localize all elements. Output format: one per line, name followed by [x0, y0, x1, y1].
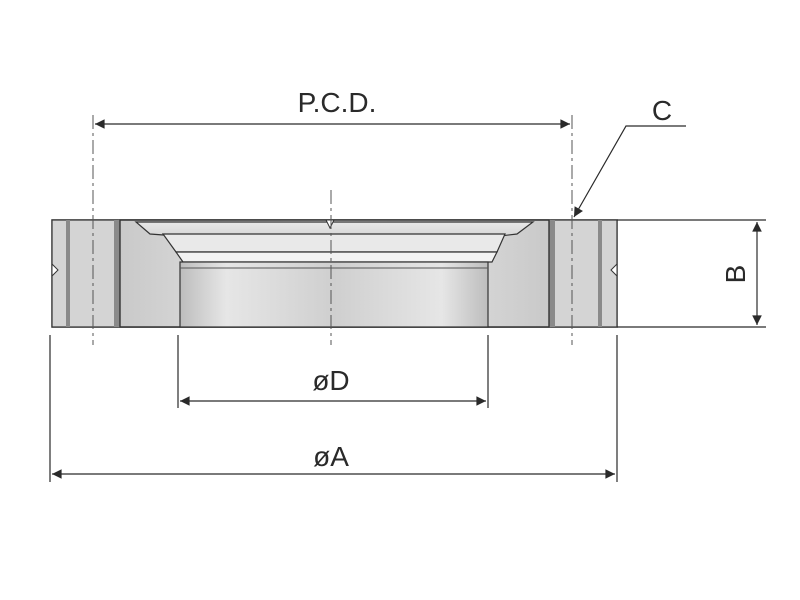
c-label: C [652, 95, 672, 126]
dimensions: P.C.D. C B øD øA [49, 87, 766, 482]
flange-left-edge [51, 219, 119, 328]
flange-left-stripe-outer [66, 220, 70, 327]
pcd-label: P.C.D. [298, 87, 377, 118]
flange-right-edge [550, 219, 618, 328]
flange-left-notch [51, 262, 59, 278]
flange-center-notch [325, 219, 335, 230]
flange-right-stripe-outer [598, 220, 602, 327]
a-label: øA [313, 441, 349, 472]
flange-left-stripe-inner [114, 220, 120, 327]
flange-right-stripe-inner [549, 220, 555, 327]
flange-inner-step [161, 233, 506, 253]
flange-body [51, 219, 618, 328]
c-leader-line [573, 125, 686, 218]
flange-right-notch [610, 262, 618, 278]
d-label: øD [312, 365, 349, 396]
b-label: B [720, 265, 751, 284]
flange-inner-step-2 [174, 251, 498, 263]
center-lines [92, 115, 573, 345]
flange-bore [179, 261, 489, 328]
